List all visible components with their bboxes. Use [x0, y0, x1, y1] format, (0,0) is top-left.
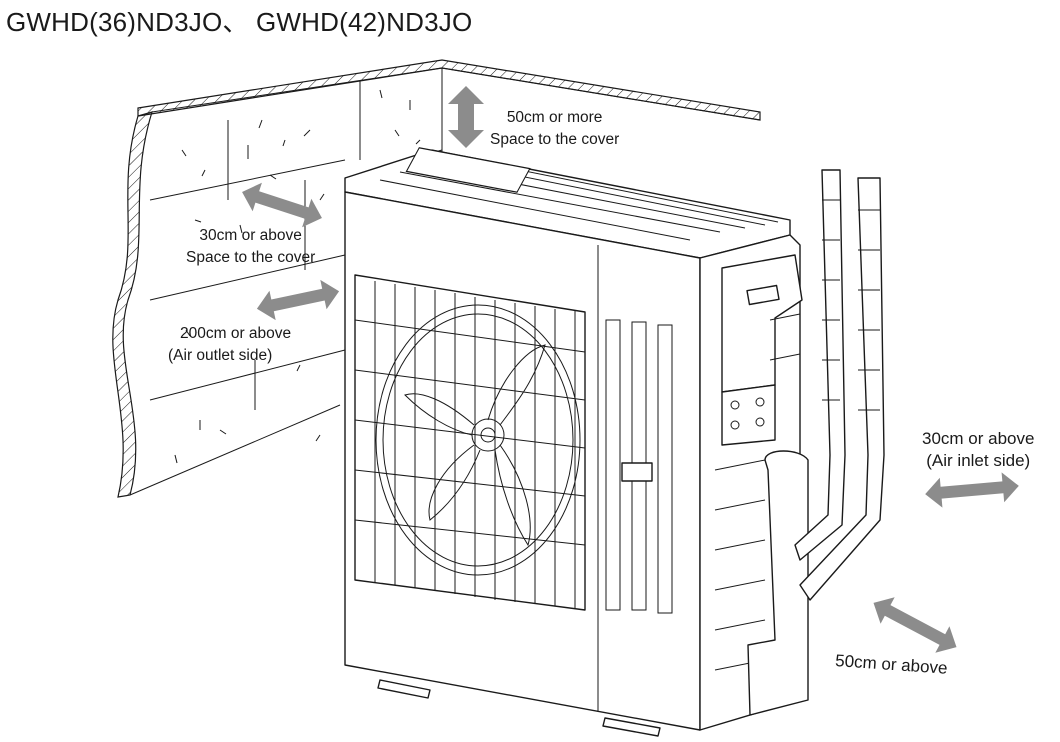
top-clearance-note: Space to the cover — [490, 131, 620, 148]
top-clearance-value: 50cm or more — [506, 109, 603, 126]
arrow-rear — [242, 182, 322, 228]
diagram-title: GWHD(36)ND3JO、 GWHD(42)ND3JO — [6, 7, 473, 37]
refrigerant-pipes — [794, 169, 885, 601]
arrow-top — [448, 86, 484, 148]
outlet-clearance-label: 200cm or above (Air outlet side) — [168, 323, 291, 367]
outlet-clearance-value: 200cm or above — [180, 325, 292, 342]
rear-clearance-note: Space to the cover — [186, 249, 316, 266]
inlet-clearance-note: (Air inlet side) — [926, 451, 1031, 470]
inlet-clearance-value: 30cm or above — [922, 429, 1035, 448]
inlet-clearance-label: 30cm or above (Air inlet side) — [922, 428, 1034, 472]
arrow-side — [873, 597, 957, 653]
rear-clearance-label: 30cm or above Space to the cover — [186, 225, 315, 269]
outlet-clearance-note: (Air outlet side) — [168, 347, 273, 364]
clearance-arrows — [242, 86, 1019, 653]
outdoor-unit — [344, 147, 809, 737]
top-clearance-label: 50cm or more Space to the cover — [490, 107, 619, 151]
rear-clearance-value: 30cm or above — [199, 227, 302, 244]
wall — [112, 59, 761, 498]
arrow-outlet — [256, 279, 340, 321]
arrow-inlet — [925, 472, 1019, 508]
